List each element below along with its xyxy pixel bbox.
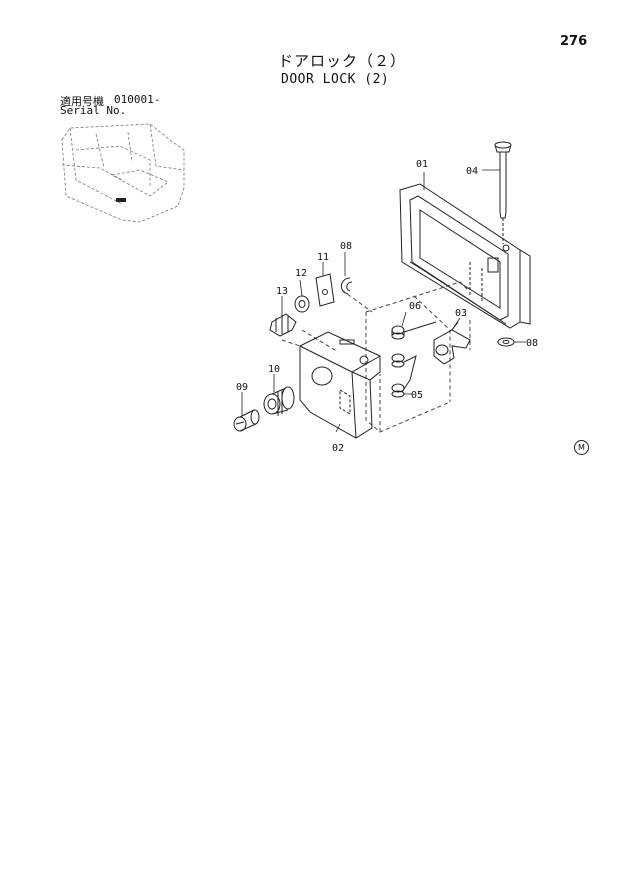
callout-04: 04 — [466, 166, 478, 177]
part-11-plate — [315, 273, 335, 307]
callout-09: 09 — [236, 382, 248, 393]
part-06-spring — [391, 321, 437, 393]
callout-10: 10 — [268, 364, 280, 375]
callout-06: 06 — [409, 301, 421, 312]
page-number: 276 — [560, 34, 588, 49]
page-title-english: DOOR LOCK (2) — [281, 72, 390, 87]
locator-marker — [116, 198, 126, 202]
serial-label-english: Serial No. — [60, 104, 127, 117]
part-13-clip — [269, 313, 297, 337]
part-12-washer — [294, 295, 310, 313]
part-10-cylinder — [263, 386, 295, 416]
callout-11: 11 — [317, 252, 329, 263]
serial-label-japanese: 適用号機 — [60, 95, 104, 108]
serial-number: 010001- — [114, 93, 161, 106]
part-03-latch — [433, 321, 471, 365]
callout-08-right: 08 — [526, 338, 538, 349]
callout-02: 02 — [332, 443, 344, 454]
part-09-cap — [233, 409, 260, 432]
callout-12: 12 — [295, 268, 307, 279]
callout-03: 03 — [455, 308, 467, 319]
part-04-pin — [494, 141, 512, 244]
part-05-spring — [391, 383, 405, 398]
page-title-japanese: ドアロック（２） — [278, 52, 407, 70]
excavator-locator-thumbnail — [61, 123, 185, 223]
market-mark-icon: M — [574, 440, 589, 455]
part-02-lock-body — [299, 331, 381, 439]
callout-13: 13 — [276, 286, 288, 297]
part-08-washer-right — [497, 337, 515, 347]
callout-01: 01 — [416, 159, 428, 170]
callout-08-upper: 08 — [340, 241, 352, 252]
callout-05: 05 — [411, 390, 423, 401]
part-01-lock-case — [399, 183, 531, 329]
part-08-clip-upper — [341, 277, 353, 295]
